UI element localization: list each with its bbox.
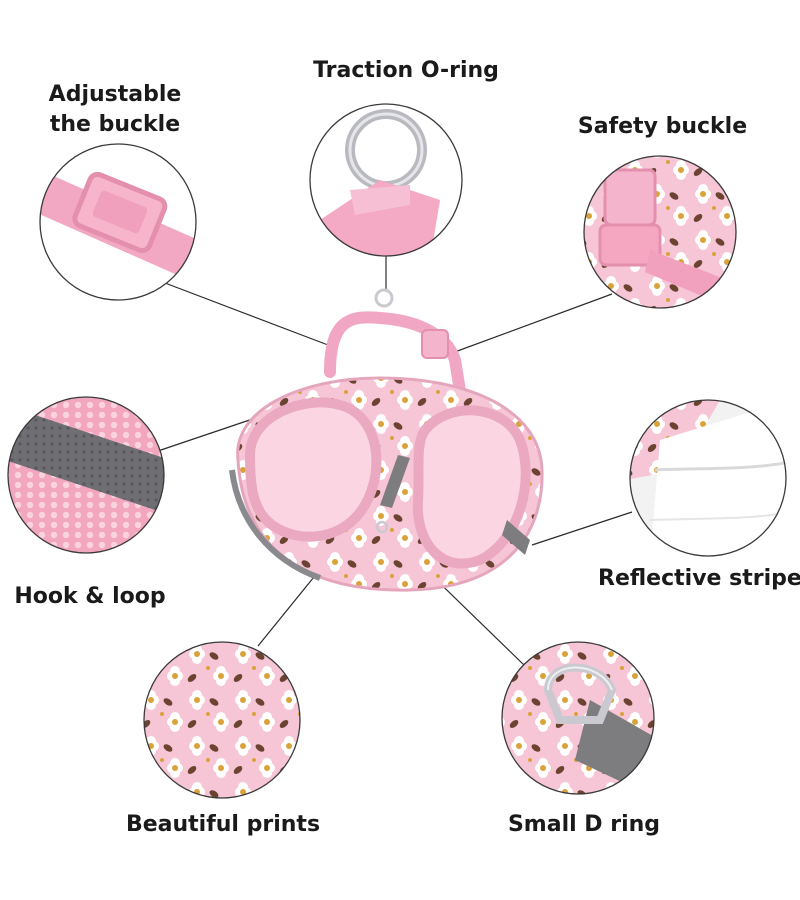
safety-buckle-label: Safety buckle	[577, 114, 748, 139]
hook-loop-detail-image	[8, 397, 164, 553]
harness-illustration	[229, 288, 544, 592]
harness-safety-buckle-icon	[421, 329, 449, 359]
hook-loop-label: Hook & loop	[14, 584, 166, 609]
connector-lines	[154, 256, 633, 667]
safety-buckle-detail-image	[584, 156, 736, 308]
beautiful-prints-label: Beautiful prints	[125, 812, 321, 837]
adjustable-buckle-detail-image	[40, 144, 196, 300]
adjustable-buckle-label: Adjustable the buckle	[30, 80, 200, 140]
harness-oring-icon	[374, 288, 394, 308]
oring-detail-image	[310, 104, 462, 256]
beautiful-prints-detail-image	[144, 642, 300, 798]
adjustable-buckle-label-line2: the buckle	[49, 112, 181, 137]
harness-d-ring-icon	[375, 520, 389, 534]
reflective-stripe-detail-image	[630, 400, 786, 556]
reflective-stripe-label: Reflective stripe	[598, 566, 800, 591]
small-d-ring-label: Small D ring	[507, 812, 661, 837]
traction-oring-label: Traction O-ring	[313, 58, 499, 83]
adjustable-buckle-label-line1: Adjustable	[48, 82, 182, 107]
